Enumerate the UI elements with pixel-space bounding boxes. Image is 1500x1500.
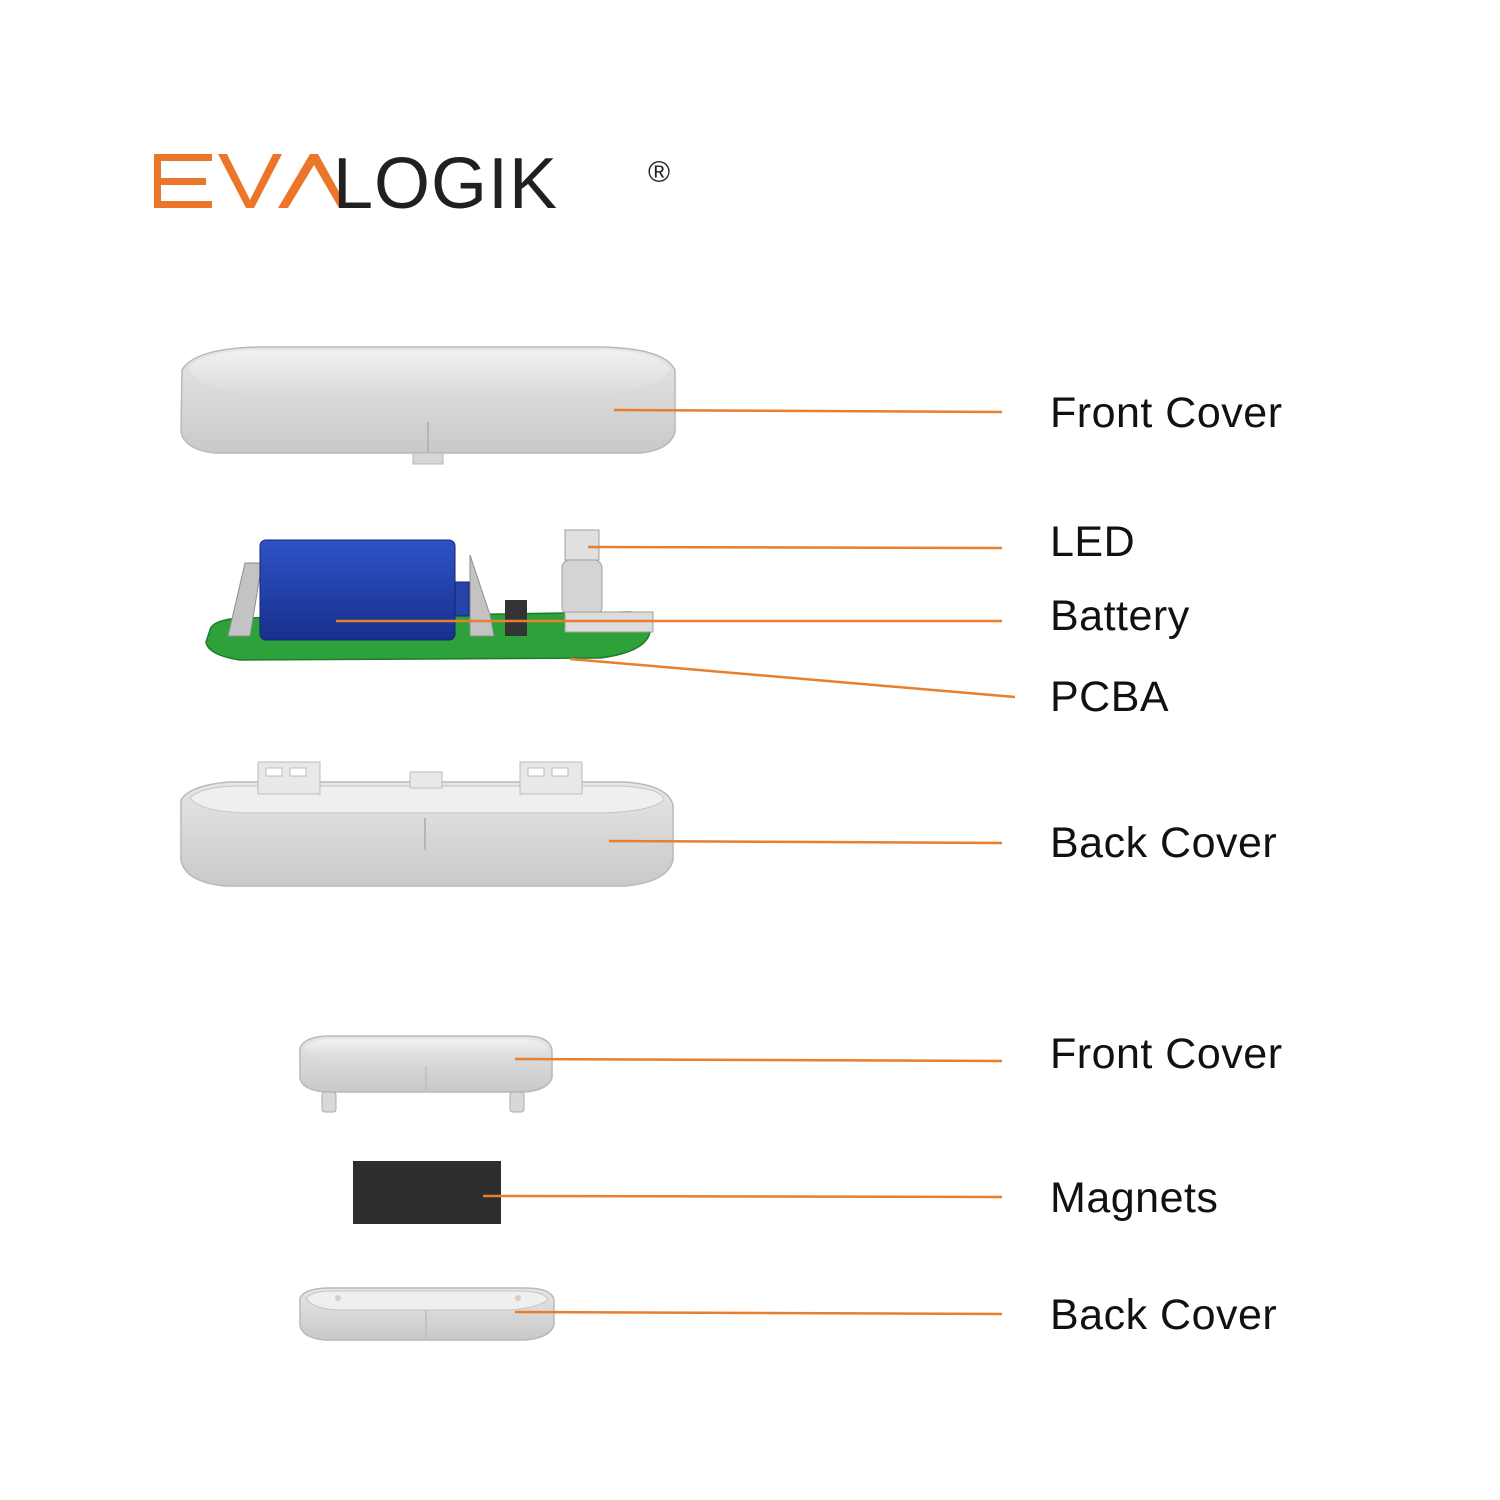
sensor-front-cover [180,346,676,465]
leader-sensor-front-cover [613,408,1003,414]
leader-magnet-back-cover [514,1310,1003,1316]
leader-magnet-front-cover [514,1057,1003,1063]
battery-terminal [454,581,470,617]
logo-wordmark: LOGIK [333,144,558,224]
logo-registered-mark: ® [648,156,670,189]
label-magnet-back-cover: Back Cover [1050,1291,1278,1339]
leader-lines [336,408,1016,1316]
label-magnet-front-cover: Front Cover [1050,1030,1283,1078]
magnet-front-cover [299,1035,553,1113]
label-sensor-back-cover: Back Cover [1050,819,1278,867]
pcba-assembly [205,529,654,661]
sensor-back-cover [180,761,674,887]
leader-pcba [569,657,1016,699]
battery-cell [259,539,456,641]
logo-letter-v [218,154,282,208]
pcb-switch [505,600,527,636]
leader-led [587,545,1003,550]
label-battery: Battery [1050,592,1190,640]
label-pcba: PCBA [1050,673,1170,721]
battery-clip-right [469,554,495,637]
label-sensor-front-cover: Front Cover [1050,389,1283,437]
led-component [561,529,654,633]
magnet-back-cover [299,1287,555,1341]
leader-magnets [482,1194,1003,1199]
brand-logo: LOGIK ® [154,144,670,224]
label-magnets: Magnets [1050,1174,1219,1222]
leader-sensor-back-cover [608,839,1003,845]
magnet-block [353,1161,501,1224]
logo-letter-e [154,154,212,208]
label-led: LED [1050,518,1136,566]
logo-letter-a [278,154,348,208]
